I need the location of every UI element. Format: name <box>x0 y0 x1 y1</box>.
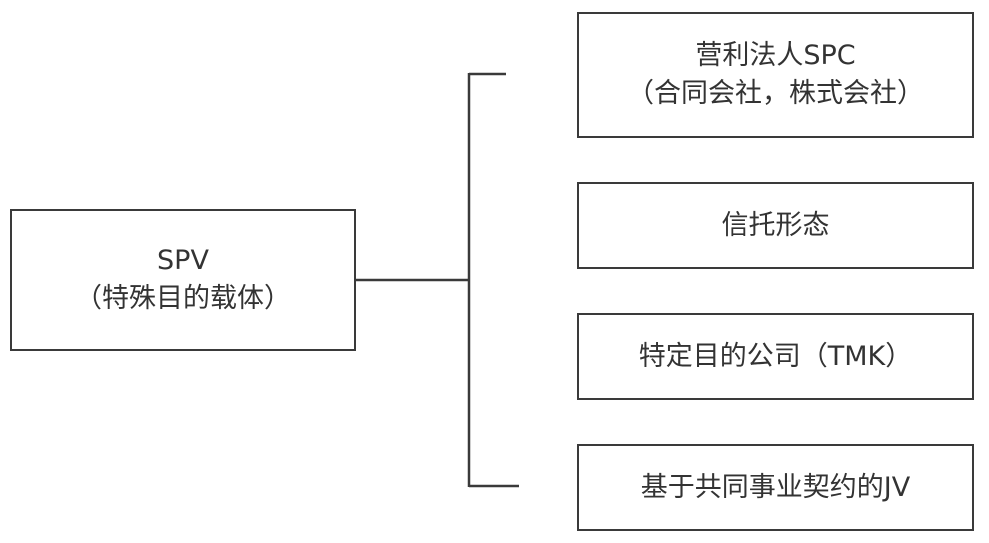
child-box-for-profit-spc-title: 营利法人SPC <box>695 40 856 71</box>
child-box-for-profit-spc: 营利法人SPC （合同会社，株式会社） <box>577 12 974 138</box>
child-box-tmk-title: 特定目的公司（TMK） <box>638 340 913 372</box>
child-box-trust-form-title: 信托形态 <box>721 209 830 241</box>
child-box-for-profit-spc-subtitle: （合同会社，株式会社） <box>627 78 924 109</box>
child-box-trust-form: 信托形态 <box>577 182 974 269</box>
child-box-tmk: 特定目的公司（TMK） <box>577 313 974 400</box>
child-box-joint-venture-title: 基于共同事业契约的JV <box>640 471 911 503</box>
spv-root-box: SPV （特殊目的载体） <box>10 209 356 351</box>
child-box-joint-venture: 基于共同事业契约的JV <box>577 444 974 531</box>
spv-root-subtitle: （特殊目的载体） <box>75 283 291 314</box>
spv-root-title: SPV <box>157 245 209 276</box>
